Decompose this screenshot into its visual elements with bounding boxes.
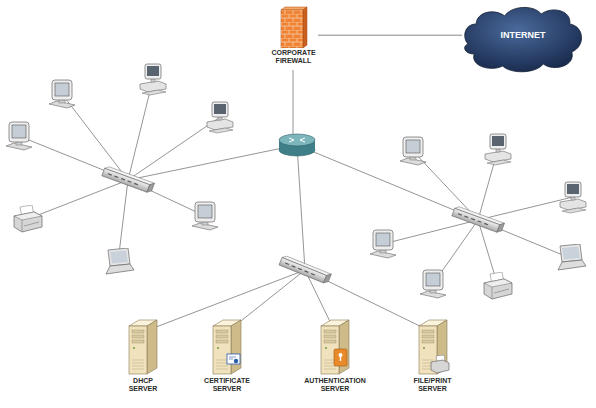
monitor-icon — [420, 270, 446, 298]
printer-icon — [484, 272, 512, 299]
monitor-icon — [192, 202, 218, 230]
wire — [297, 145, 305, 270]
node-label: FILE/PRINT SERVER — [413, 377, 451, 392]
printer-icon — [14, 205, 42, 232]
pc-icon — [560, 182, 586, 213]
pc-icon — [207, 102, 233, 133]
monitor-icon — [370, 230, 396, 258]
switch-icon — [452, 205, 505, 233]
server: DHCP SERVER — [123, 318, 163, 392]
switch-icon — [279, 255, 331, 285]
firewall: CORPORATE FIREWALL — [269, 6, 318, 64]
server-icon — [209, 318, 245, 376]
node-label: DHCP SERVER — [129, 377, 158, 392]
wire — [28, 180, 128, 219]
server-icon — [317, 318, 353, 376]
node-label: AUTHENTICATION SERVER — [304, 377, 366, 392]
server-icon — [125, 318, 161, 376]
cloud-outline — [465, 7, 582, 71]
switch-icon — [102, 165, 155, 193]
server: AUTHENTICATION SERVER — [302, 318, 368, 392]
network-link — [318, 35, 462, 36]
laptop-icon — [558, 244, 586, 270]
firewall-icon — [279, 6, 309, 48]
pc-icon — [140, 64, 166, 95]
router-icon — [279, 134, 315, 156]
wire — [293, 70, 294, 140]
server-icon — [415, 318, 451, 376]
laptop-icon — [106, 248, 134, 274]
pc-icon — [485, 134, 511, 165]
monitor-icon — [6, 122, 32, 150]
monitor-icon — [400, 137, 426, 165]
server: CERTIFICATE SERVER — [202, 318, 252, 392]
monitor-icon — [49, 80, 75, 108]
network-wires — [19, 70, 573, 332]
node-label: CORPORATE FIREWALL — [271, 49, 315, 64]
wire — [297, 145, 478, 220]
node-label: CERTIFICATE SERVER — [204, 377, 250, 392]
wire — [478, 197, 573, 220]
wire — [128, 117, 220, 180]
internet-cloud: INTERNET — [462, 4, 584, 74]
server: FILE/PRINT SERVER — [411, 318, 454, 392]
cloud-label: INTERNET — [501, 31, 546, 41]
